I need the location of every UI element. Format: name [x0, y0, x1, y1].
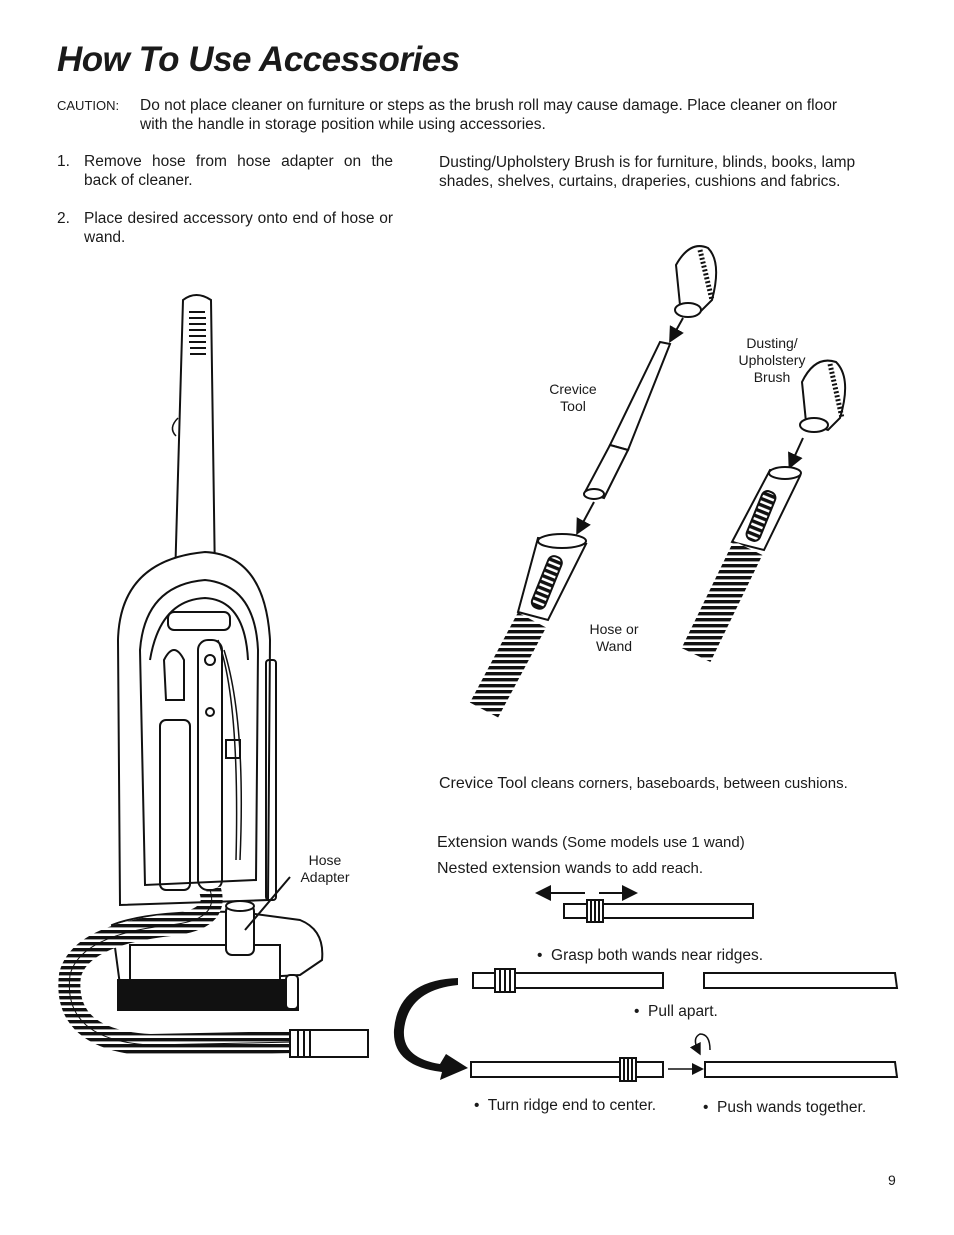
- page-title: How To Use Accessories: [57, 40, 460, 79]
- dusting-brush-description: Dusting/Upholstery Brush is for furnitur…: [439, 154, 856, 190]
- bullet-turn: • Turn ridge end to center.: [474, 1097, 657, 1114]
- step-number: 2.: [57, 210, 70, 227]
- crevice-tool-drawing: [576, 245, 718, 536]
- step-text: Remove hose from hose adapter on the bac…: [84, 153, 393, 189]
- caution-label: CAUTION:: [57, 98, 120, 113]
- extension-wands-separated: [472, 968, 899, 993]
- hose-wand-right-drawing: [730, 466, 802, 552]
- extension-wands-caption: Extension wands (Some models use 1 wand): [437, 834, 745, 851]
- hose-adapter-label: Hose Adapter: [300, 852, 350, 885]
- nested-wands-caption: Nested extension wands to add reach.: [437, 860, 704, 877]
- vacuum-hose-coil-outline: [68, 889, 296, 1046]
- extension-wands-joined: [470, 1033, 899, 1082]
- bullet-pull: • Pull apart.: [634, 1003, 718, 1020]
- step-number: 1.: [57, 153, 70, 170]
- bullet-push: • Push wands together.: [703, 1099, 867, 1116]
- step-2: 2. Place desired accessory onto end of h…: [57, 209, 393, 249]
- crevice-tool-caption: Crevice Tool cleans corners, baseboards,…: [439, 775, 848, 792]
- caution-line-2: with the handle in storage position whil…: [140, 116, 546, 133]
- bullet-grasp: • Grasp both wands near ridges.: [537, 947, 763, 964]
- hose-wand-label: Hose or Wand: [589, 621, 639, 654]
- extension-wand-top: [535, 885, 754, 923]
- step-1: 1. Remove hose from hose adapter on the …: [57, 152, 393, 192]
- caution-line-1: Do not place cleaner on furniture or ste…: [140, 97, 838, 114]
- hose-right-coil: [681, 541, 763, 662]
- rotate-arrow: [393, 978, 468, 1080]
- hose-left-coil: [469, 612, 547, 718]
- dusting-brush-drawing: [788, 359, 847, 470]
- hose-adapter-leader-line: [244, 876, 291, 931]
- page-number: 9: [888, 1172, 896, 1188]
- caution-note: CAUTION: Do not place cleaner on furnitur…: [57, 96, 907, 134]
- step-text: Place desired accessory onto end of hose…: [84, 210, 393, 246]
- dusting-brush-label: Dusting/ Upholstery Brush: [738, 335, 806, 385]
- crevice-tool-label: Crevice Tool: [549, 381, 597, 414]
- hose-end-fitting: [289, 1029, 369, 1058]
- hose-wand-left-drawing: [516, 533, 588, 622]
